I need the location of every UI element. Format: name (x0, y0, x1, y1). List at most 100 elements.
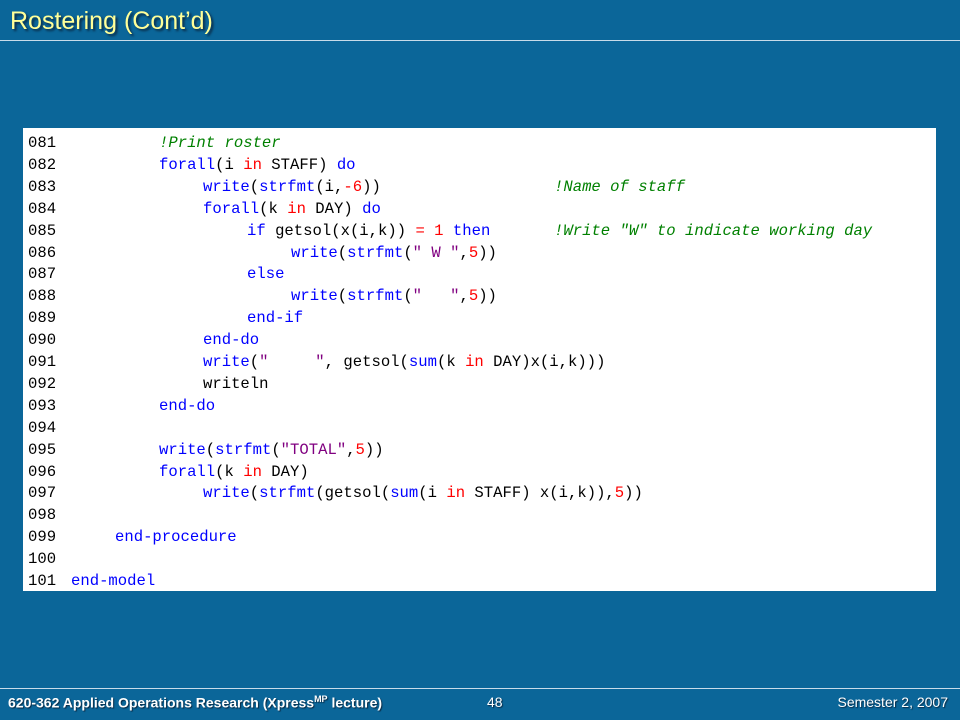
code-token: -6 (343, 177, 363, 196)
code-token: 5 (468, 287, 479, 306)
code-listing: 081 !Print roster 082 forall(i in STAFF) do… (23, 128, 936, 591)
code-token: )) (362, 177, 381, 196)
line-number: 081 (28, 134, 57, 152)
code-text: end-model (71, 570, 155, 592)
code-token: in (446, 484, 466, 503)
code-token: = 1 (415, 221, 444, 240)
code-token: 5 (614, 484, 625, 503)
title-divider (0, 40, 960, 41)
code-token: write (203, 484, 250, 503)
code-token: sum (408, 353, 437, 371)
code-token: )) (478, 287, 497, 306)
code-token: , (459, 243, 469, 262)
code-token: forall (203, 199, 260, 218)
code-token: in (243, 462, 262, 481)
code-token: STAFF) x(i,k)), (465, 484, 615, 503)
code-token: DAY) (261, 462, 309, 481)
code-text: end-if (247, 307, 303, 329)
code-line: 083 write(strfmt(i,-6)) !Name of staff (23, 176, 936, 198)
code-token: )) (364, 440, 384, 459)
code-token: strfmt (215, 440, 272, 459)
code-token: if (247, 221, 266, 240)
code-text: forall(k in DAY) do (203, 198, 381, 220)
footer-page-number: 48 (487, 694, 503, 710)
code-text: !Print roster (159, 132, 281, 154)
code-token: ( (249, 484, 260, 503)
line-number: 085 (28, 221, 57, 240)
code-text: write(strfmt(getsol(sum(i in STAFF) x(i,… (203, 482, 643, 504)
code-token: do (336, 155, 356, 174)
code-token: STAFF) (261, 155, 337, 174)
code-token: ( (337, 287, 348, 306)
line-number: 098 (28, 506, 57, 525)
code-token: ( (249, 353, 260, 371)
code-token: end-do (203, 331, 260, 350)
code-token: ( (403, 287, 413, 306)
code-line: 085 if getsol(x(i,k)) = 1 then !Write "W" … (23, 220, 936, 242)
code-token (444, 222, 453, 240)
code-token: DAY)x(i,k))) (483, 353, 606, 371)
line-number: 095 (28, 440, 57, 459)
slide-title: Rostering (Cont’d) (10, 7, 213, 35)
line-number: 088 (28, 287, 57, 306)
footer-course-suffix: lecture) (327, 694, 383, 711)
code-token: (getsol( (315, 484, 391, 503)
code-token: !Print roster (159, 134, 281, 152)
code-text: write(strfmt(" W ",5)) (291, 242, 497, 264)
code-token: then (452, 221, 491, 240)
line-number: 091 (28, 353, 57, 371)
code-token: )) (624, 484, 643, 503)
code-token: in (287, 199, 306, 218)
code-token: end-model (71, 572, 156, 590)
code-token: sum (390, 484, 419, 503)
code-text: write(" ", getsol(sum(k in DAY)x(i,k))) (203, 351, 605, 373)
code-text: write(strfmt(i,-6)) (203, 176, 381, 198)
code-token: ( (337, 243, 348, 262)
code-token: (k (215, 462, 244, 481)
code-line: 100 (23, 548, 936, 570)
code-token: getsol(x(i,k)) (265, 221, 416, 240)
footer-divider (0, 688, 960, 689)
code-comment: !Write "W" to indicate working day (554, 221, 873, 240)
code-token: )) (478, 243, 497, 262)
line-number: 101 (28, 572, 57, 590)
footer-semester: Semester 2, 2007 (837, 694, 948, 710)
code-line: 094 (23, 417, 936, 439)
code-token: end-procedure (115, 528, 237, 547)
line-number: 099 (28, 528, 57, 547)
code-token: strfmt (347, 287, 404, 306)
code-line: 098 (23, 504, 936, 526)
line-number: 083 (28, 177, 57, 196)
line-number: 084 (28, 199, 57, 218)
code-token: , getsol( (324, 353, 409, 371)
code-token: in (465, 353, 484, 371)
code-token: (k (259, 199, 288, 218)
code-comment: !Name of staff (554, 177, 686, 196)
code-line: 099 end-procedure (23, 526, 936, 548)
code-token: forall (159, 155, 216, 174)
code-line: 089 end-if (23, 307, 936, 329)
code-text: forall(i in STAFF) do (159, 154, 356, 176)
code-token: writeln (203, 374, 269, 393)
line-number: 089 (28, 309, 57, 328)
line-number: 082 (28, 155, 57, 174)
footer-course-prefix: 620-362 Applied Operations Research (Xpr… (8, 694, 315, 711)
code-token: " W " (412, 243, 460, 262)
code-token: write (159, 440, 206, 459)
code-token: forall (159, 462, 216, 481)
line-number: 090 (28, 331, 57, 350)
code-line: 090 end-do (23, 329, 936, 351)
code-token: ( (403, 243, 413, 262)
code-token: " " (412, 287, 460, 306)
code-line: 082 forall(i in STAFF) do (23, 154, 936, 176)
code-token: " " (259, 353, 325, 371)
code-token: (i, (315, 177, 344, 196)
code-token: strfmt (259, 484, 316, 503)
